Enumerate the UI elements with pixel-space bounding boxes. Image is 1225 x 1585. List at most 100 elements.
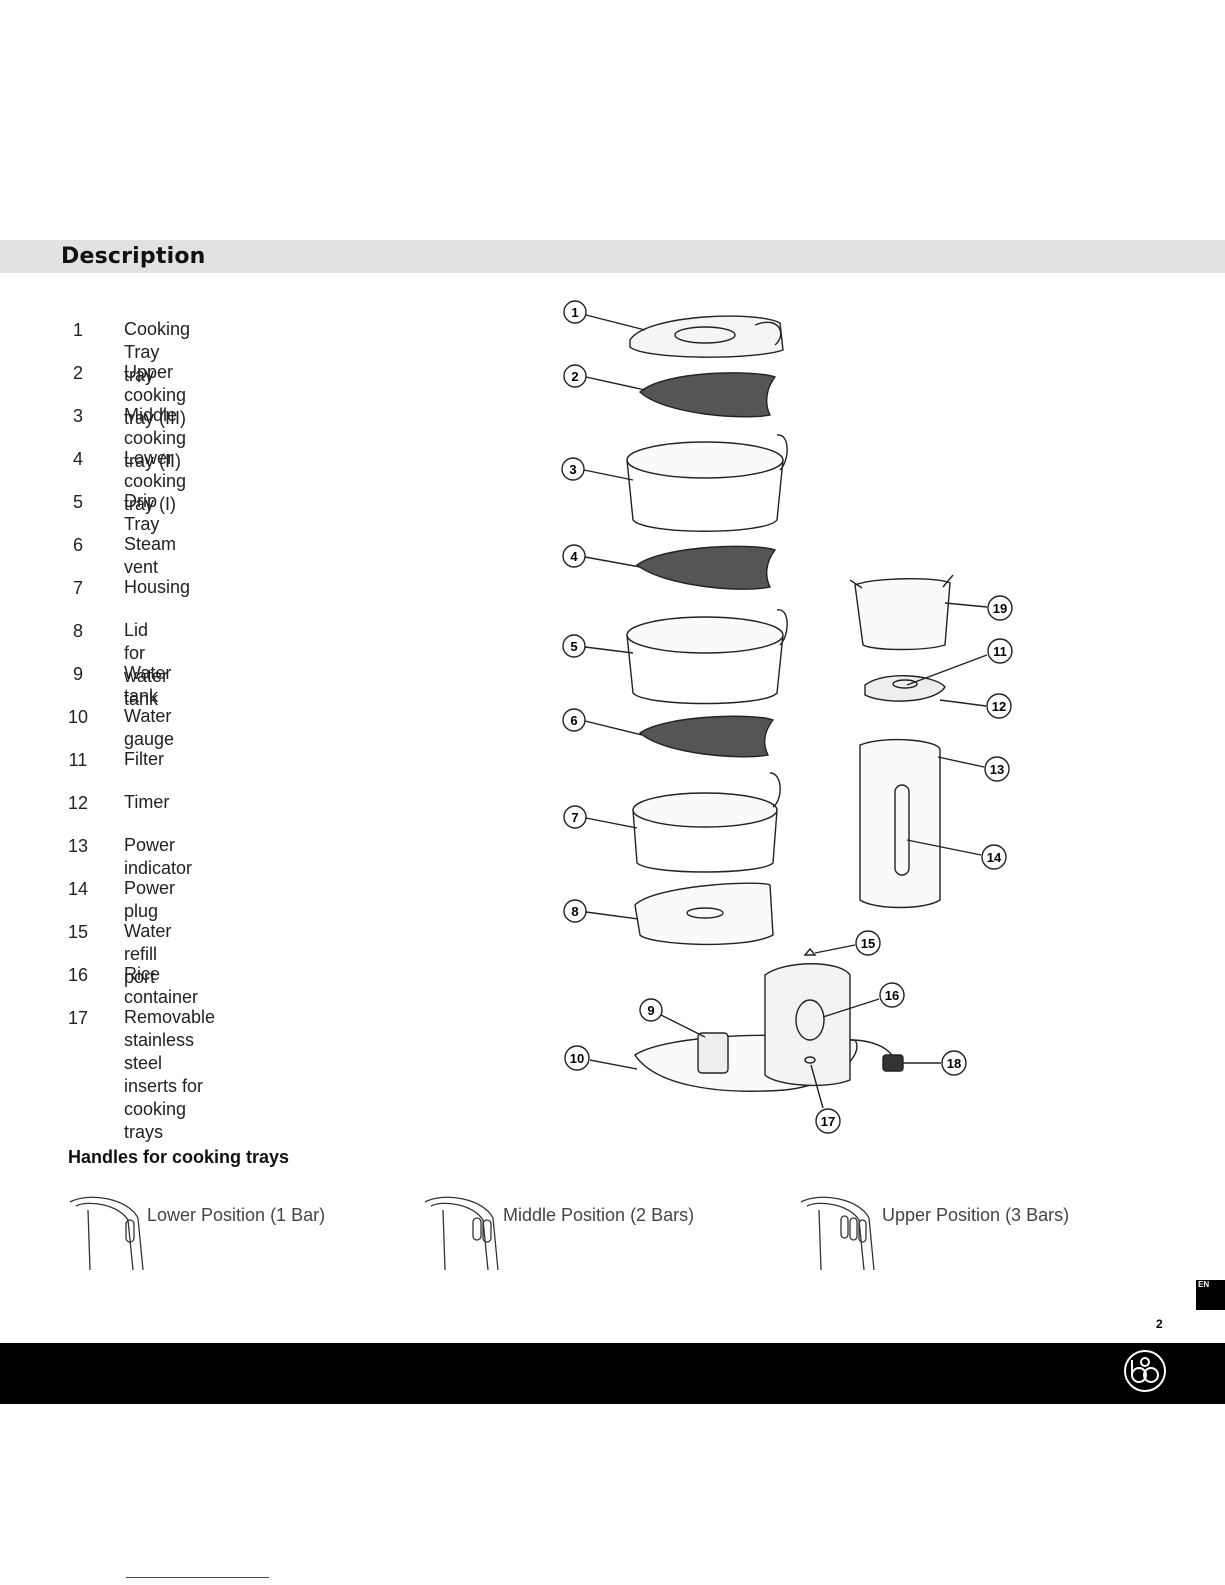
callout-label: 16 [885, 988, 899, 1003]
callout-label: 11 [993, 644, 1007, 659]
lower-tray-drawing [626, 609, 788, 705]
part-label: Cooking Tray tray [124, 319, 191, 385]
callout-4: 4 [562, 544, 641, 568]
callout-label: 4 [570, 549, 578, 564]
part-number: 1 [72, 320, 83, 340]
steam-base-drawing [634, 882, 774, 946]
part-number: 3 [72, 406, 83, 426]
handle-middle-label: Middle Position (2 Bars) [503, 1205, 695, 1225]
callout-label: 2 [571, 369, 578, 384]
part-label: Steam vent [124, 534, 177, 577]
part-label: Removable stainless steel inserts for co… [124, 1007, 216, 1142]
callout-3: 3 [561, 457, 634, 481]
water-tank-drawing [859, 738, 941, 909]
part-number: 4 [72, 449, 83, 469]
callout-label: 18 [947, 1056, 961, 1071]
callout-8: 8 [563, 899, 639, 923]
part-number: 16 [67, 965, 89, 985]
page-number: 2 [1156, 1317, 1163, 1331]
callout-label: 3 [569, 462, 576, 477]
link-underline[interactable] [126, 1577, 269, 1578]
callout-label: 15 [861, 936, 875, 951]
part-label: Upper cooking tray (III) [124, 362, 187, 428]
part-number: 5 [72, 492, 83, 512]
callout-label: 5 [570, 639, 577, 654]
part-label: Filter [124, 749, 164, 769]
callout-6: 6 [562, 708, 643, 736]
callout-7: 7 [563, 805, 638, 829]
part-label: Timer [124, 792, 170, 812]
rice-container-drawing [849, 574, 954, 651]
callout-10: 10 [564, 1045, 638, 1071]
part-number: 9 [72, 664, 83, 684]
base-unit-drawing [634, 963, 904, 1092]
part-label: Housing [124, 577, 191, 597]
part-label: Lower cooking tray (I) [124, 448, 187, 514]
handle-lower-icon [69, 1196, 144, 1270]
callout-label: 12 [992, 699, 1006, 714]
callout-label: 13 [990, 762, 1004, 777]
callout-15: 15 [814, 930, 881, 956]
drip-tray-drawing [632, 772, 781, 873]
lid-drawing [629, 315, 784, 358]
section-header-band [0, 240, 1225, 273]
callout-label: 17 [821, 1114, 835, 1129]
callout-label: 8 [571, 904, 578, 919]
part-label: Power plug [124, 878, 176, 921]
part-number: 13 [67, 836, 89, 856]
callout-5: 5 [562, 634, 634, 658]
language-badge [1196, 1280, 1225, 1310]
callout-label: 10 [570, 1051, 584, 1066]
part-label: Water refill port [124, 921, 172, 987]
insert-lower-drawing [638, 715, 775, 758]
footer-bar [0, 1343, 1225, 1404]
refill-port-knob-drawing [803, 947, 817, 956]
handle-upper-label: Upper Position (3 Bars) [882, 1205, 1070, 1225]
exploded-view-diagram: 1 2 3 4 5 6 7 8 9 10 11 12 13 14 15 16 1… [561, 300, 1013, 1134]
part-number: 8 [72, 621, 83, 641]
part-number: 10 [67, 707, 89, 727]
part-label: Power indicator [124, 835, 193, 878]
callout-12: 12 [939, 693, 1012, 719]
part-label: Lid for water tank [124, 620, 169, 709]
callout-2: 2 [563, 364, 646, 391]
part-number: 6 [72, 535, 83, 555]
callout-14: 14 [906, 839, 1007, 870]
section-title: Description [61, 244, 206, 269]
callout-label: 9 [647, 1003, 654, 1018]
part-number: 7 [72, 578, 83, 598]
callout-label: 1 [571, 305, 578, 320]
callout-11: 11 [906, 638, 1013, 686]
callout-label: 6 [570, 713, 577, 728]
part-number: 2 [72, 363, 83, 383]
filter-drawing [864, 675, 946, 702]
insert-middle-drawing [635, 545, 777, 590]
callout-17: 17 [810, 1064, 841, 1134]
callout-1: 1 [563, 300, 646, 331]
insert-upper-drawing [638, 372, 777, 418]
part-label: Rice container [124, 964, 199, 1007]
handles-title: Handles for cooking trays [68, 1147, 290, 1167]
handle-lower-label: Lower Position (1 Bar) [147, 1205, 326, 1225]
callout-9: 9 [639, 998, 706, 1038]
middle-tray-drawing [626, 434, 788, 532]
part-label: Water tank [124, 663, 172, 706]
handle-upper-icon [800, 1196, 875, 1270]
part-number: 17 [67, 1008, 89, 1028]
part-label: Middle cooking tray (II) [124, 405, 187, 471]
callout-label: 14 [987, 850, 1002, 865]
part-label: Drip Tray [124, 491, 160, 534]
part-number: 12 [67, 793, 89, 813]
callout-label: 19 [993, 601, 1007, 616]
language-code: EN [1198, 1280, 1210, 1289]
part-number: 15 [67, 922, 89, 942]
part-number: 11 [68, 750, 88, 770]
callout-18: 18 [903, 1050, 967, 1076]
handle-middle-icon [424, 1196, 499, 1270]
part-label: Water gauge [124, 706, 175, 749]
callout-19: 19 [944, 595, 1013, 621]
callout-16: 16 [822, 982, 905, 1018]
callout-label: 7 [571, 810, 578, 825]
part-number: 14 [67, 879, 89, 899]
callout-13: 13 [937, 756, 1010, 782]
